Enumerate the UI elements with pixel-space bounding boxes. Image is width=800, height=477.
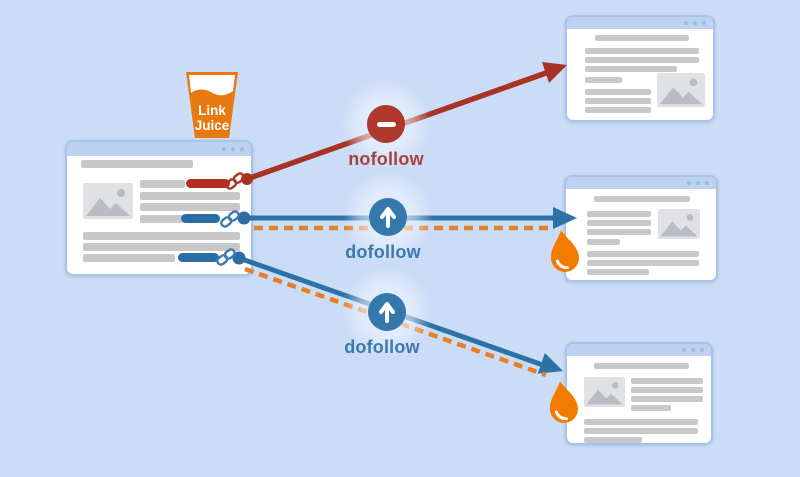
text-bar (140, 215, 183, 223)
text-bar (587, 229, 651, 235)
dofollow-badge-1 (369, 198, 407, 236)
arrow-up-icon (379, 302, 395, 323)
text-bar (587, 260, 699, 266)
nofollow-anchor-text[interactable] (186, 179, 230, 188)
window-buttons-icon (684, 21, 706, 25)
text-bar (631, 405, 671, 411)
image-placeholder-icon (584, 377, 625, 407)
text-bar (587, 211, 651, 217)
text-bar (585, 89, 651, 95)
link-juice-cup-icon: Link Juice (183, 70, 241, 140)
target-window-dofollow-2 (565, 342, 713, 445)
text-bar (585, 57, 699, 63)
text-bar (587, 239, 620, 245)
text-bar (587, 269, 649, 275)
dofollow2-arrowhead-icon (537, 353, 563, 374)
window-titlebar (67, 142, 251, 156)
source-page-window (65, 140, 253, 276)
text-bar (140, 203, 240, 211)
minus-icon (376, 121, 396, 127)
nofollow-label: nofollow (348, 149, 424, 169)
text-bar (83, 243, 240, 251)
text-bar (140, 180, 185, 188)
text-bar (584, 437, 642, 443)
image-placeholder-icon (83, 183, 133, 219)
heading-bar (81, 160, 193, 168)
text-bar (631, 378, 703, 384)
dofollow-badge-2 (368, 293, 406, 331)
cup-juice-top (189, 75, 235, 96)
heading-bar (594, 363, 689, 369)
text-bar (585, 98, 651, 104)
image-placeholder-icon (658, 209, 700, 239)
window-titlebar (567, 344, 711, 356)
window-buttons-icon (222, 147, 244, 151)
text-bar (83, 254, 175, 262)
window-titlebar (566, 177, 716, 189)
target-window-nofollow (565, 15, 715, 122)
text-bar (584, 419, 698, 425)
heading-bar (594, 196, 690, 202)
mountain-photo-icon (86, 189, 130, 216)
text-bar (585, 107, 651, 113)
dofollow-label-1: dofollow (345, 242, 421, 262)
heading-bar (595, 35, 689, 41)
window-buttons-icon (682, 348, 704, 352)
text-bar (584, 428, 698, 434)
window-buttons-icon (687, 181, 709, 185)
text-bar (587, 220, 651, 226)
window-titlebar (567, 17, 713, 29)
cup-label-line1: Link (198, 103, 226, 118)
text-bar (585, 77, 622, 83)
image-placeholder-icon (657, 73, 705, 107)
nofollow-badge (367, 105, 405, 143)
dofollow-anchor-text-2[interactable] (178, 253, 219, 262)
text-bar (631, 387, 703, 393)
text-bar (585, 48, 699, 54)
text-bar (587, 251, 699, 257)
dofollow-label-2: dofollow (344, 337, 420, 357)
cup-label-line2: Juice (195, 118, 230, 133)
arrow-up-icon (380, 207, 396, 228)
text-bar (631, 396, 703, 402)
nofollow-arrowhead-icon (542, 62, 567, 83)
target-window-dofollow-1 (564, 175, 718, 282)
dofollow-anchor-text-1[interactable] (181, 214, 220, 223)
text-bar (585, 66, 677, 72)
text-bar (140, 192, 240, 200)
text-bar (83, 232, 240, 240)
